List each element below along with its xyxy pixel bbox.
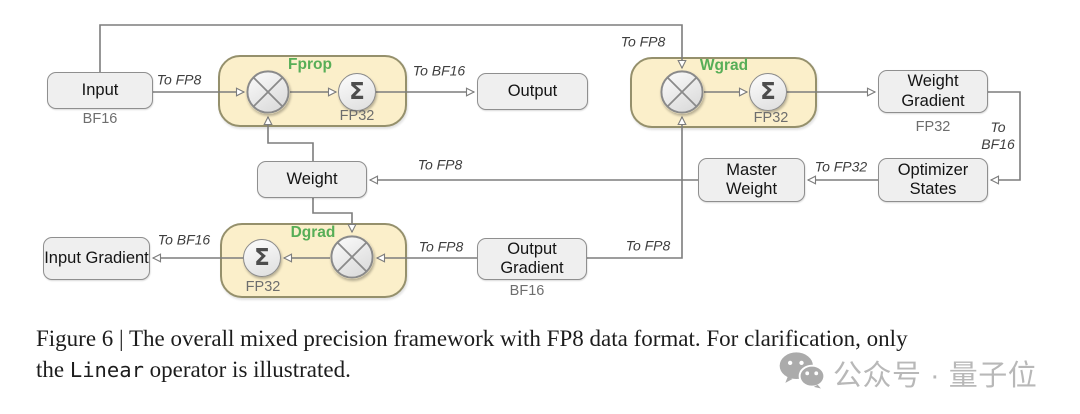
- edge-label-fprop-to-output: To BF16: [412, 62, 466, 79]
- caption-line1: Figure 6 | The overall mixed precision f…: [36, 326, 908, 351]
- weight-gradient-box: Weight Gradient: [878, 70, 988, 113]
- input-box: Input: [47, 72, 153, 109]
- wgrad-sum-icon: Σ: [749, 73, 787, 111]
- caption-line2-post: operator is illustrated.: [143, 356, 351, 382]
- dgrad-multiply-icon: [330, 235, 374, 279]
- wgrad-precision-label: FP32: [753, 110, 789, 126]
- dgrad-sum-icon: Σ: [243, 239, 281, 277]
- optimizer-states-box: Optimizer States: [878, 158, 988, 202]
- wgrad-block-title: Wgrad: [699, 57, 749, 74]
- watermark-text: 公众号 · 量子位: [833, 359, 1038, 392]
- input-gradient-box: Input Gradient: [43, 237, 150, 280]
- weight-gradient-precision-label: FP32: [915, 119, 951, 135]
- dgrad-precision-label: FP32: [245, 279, 281, 295]
- input-label: Input: [81, 80, 119, 99]
- edge-label-weightgrad-to-optimizer: To BF16: [981, 119, 1014, 153]
- weight-box: Weight: [257, 161, 367, 198]
- fprop-multiply-icon: [246, 70, 290, 114]
- fp8-framework-diagram: Input Output Weight Weight Gradient Mast…: [43, 24, 1021, 299]
- fprop-sum-icon: Σ: [338, 73, 376, 111]
- fprop-block-title: Fprop: [288, 56, 332, 73]
- sum-symbol: Σ: [760, 79, 776, 105]
- output-box: Output: [477, 73, 588, 110]
- edge-label-outgrad-to-wgrad: To FP8: [625, 237, 671, 254]
- wgrad-multiply-icon: [660, 70, 704, 114]
- fprop-precision-label: FP32: [339, 108, 375, 124]
- weight-label: Weight: [286, 169, 338, 188]
- master-weight-label: Master Weight: [725, 160, 778, 198]
- sum-symbol: Σ: [349, 79, 365, 105]
- sum-symbol: Σ: [254, 245, 270, 271]
- output-label: Output: [507, 81, 558, 100]
- dgrad-block-title: Dgrad: [290, 224, 336, 241]
- edge-label-bf16: BF16: [981, 136, 1015, 152]
- wechat-icon: [778, 351, 826, 394]
- figure-caption: Figure 6 | The overall mixed precision f…: [36, 324, 1046, 385]
- edge-label-input-to-wgrad: To FP8: [620, 33, 666, 50]
- caption-line2-pre: the: [36, 356, 70, 382]
- edge-label-to: To: [990, 119, 1006, 135]
- connector-lines: [99, 24, 1021, 263]
- output-gradient-box: Output Gradient: [477, 238, 587, 280]
- watermark: 公众号 · 量子位: [778, 351, 1037, 394]
- edge-label-dgrad-to-ingrad: To BF16: [157, 231, 211, 248]
- edge-label-master-to-weight: To FP8: [417, 156, 463, 173]
- master-weight-box: Master Weight: [698, 158, 805, 202]
- edge-label-input-to-fprop: To FP8: [156, 71, 202, 88]
- edge-label-outgrad-to-dgrad: To FP8: [418, 238, 464, 255]
- input-precision-label: BF16: [82, 111, 118, 127]
- optimizer-states-label: Optimizer States: [897, 160, 969, 198]
- output-gradient-label: Output Gradient: [500, 239, 564, 277]
- weight-gradient-label: Weight Gradient: [901, 72, 965, 110]
- caption-line2: the Linear operator is illustrated.: [36, 355, 1046, 386]
- output-gradient-precision-label: BF16: [509, 283, 545, 299]
- edge-label-optimizer-to-master: To FP32: [814, 158, 868, 175]
- caption-code-linear: Linear: [69, 357, 144, 382]
- input-gradient-label: Input Gradient: [44, 248, 149, 267]
